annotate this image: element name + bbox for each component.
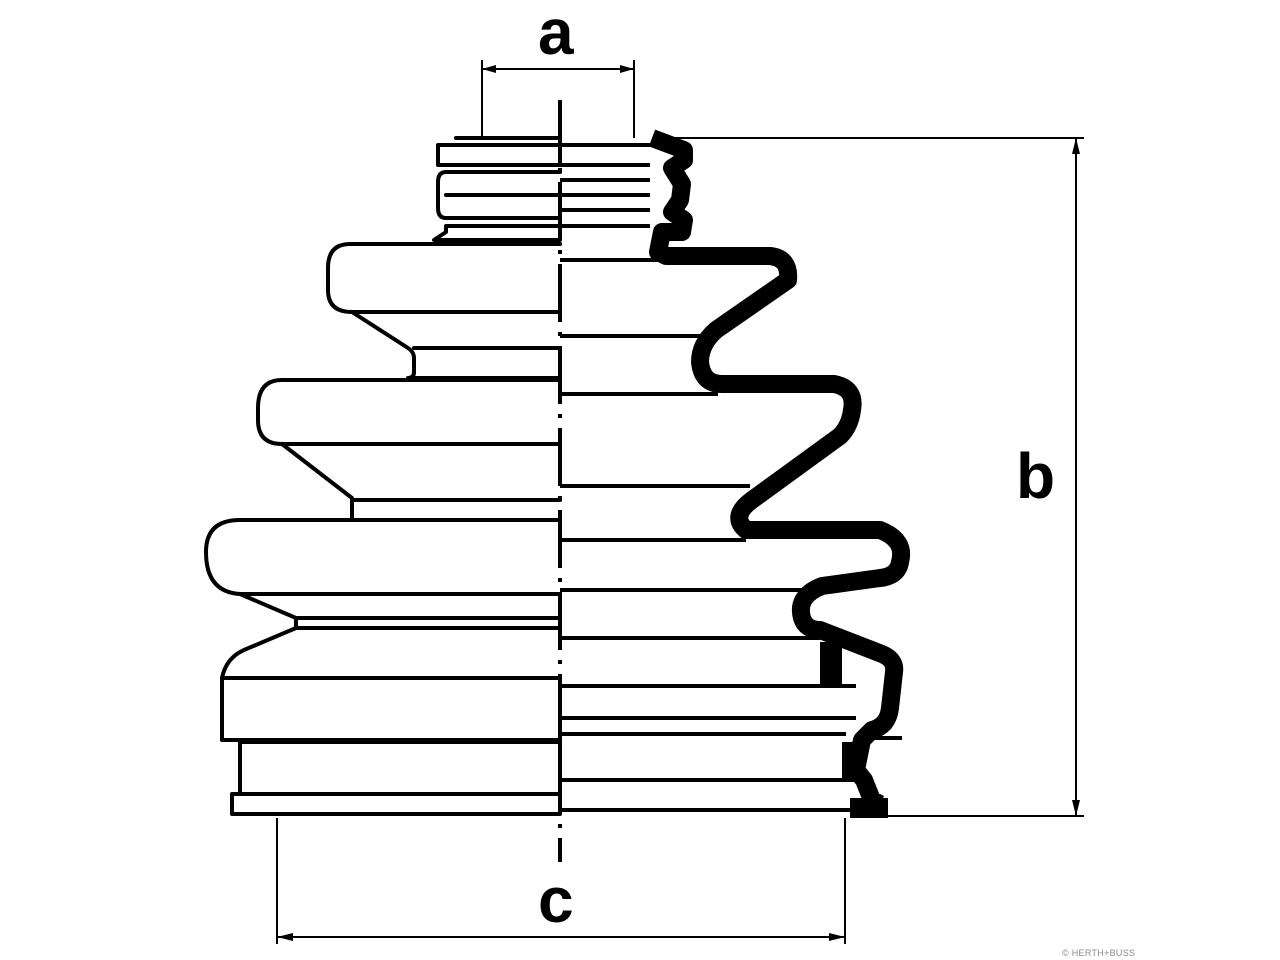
large-collar-foot	[230, 792, 562, 816]
fold-3-inner	[238, 592, 562, 630]
boot-section-view	[560, 143, 902, 812]
boot-outer-view	[204, 136, 562, 816]
fold-2-outer	[256, 378, 562, 446]
small-neck-base	[432, 224, 562, 242]
fold-2-inner	[280, 442, 562, 522]
small-neck-ring	[436, 143, 562, 167]
dim-a-arrow-right	[620, 65, 634, 73]
large-collar-lip	[238, 740, 562, 796]
collar-lug	[850, 798, 888, 818]
fold-1-inner	[350, 310, 562, 380]
dim-b-arrow-bottom	[1072, 800, 1080, 816]
boot-wall-profile	[648, 129, 910, 813]
small-neck-band	[436, 170, 562, 220]
dim-c-arrow-right	[829, 933, 845, 941]
fold-1-outer	[326, 242, 562, 314]
large-collar-band	[220, 676, 562, 742]
dim-c-arrow-left	[277, 933, 293, 941]
dimension-b-label: b	[1016, 440, 1056, 512]
large-collar-shoulder	[220, 626, 562, 680]
fold-3-outer	[204, 518, 562, 596]
dimension-a-label: a	[538, 0, 574, 68]
dimension-c	[276, 818, 846, 944]
dimension-c-label: c	[538, 864, 574, 936]
dim-b-arrow-top	[1072, 138, 1080, 154]
collar-lug	[842, 742, 864, 782]
dim-a-arrow-left	[482, 65, 496, 73]
dimension-b	[662, 137, 1084, 817]
brand-watermark: © HERTH+BUSS	[1062, 948, 1136, 958]
collar-lug	[820, 642, 842, 686]
dimension-a	[481, 60, 635, 138]
